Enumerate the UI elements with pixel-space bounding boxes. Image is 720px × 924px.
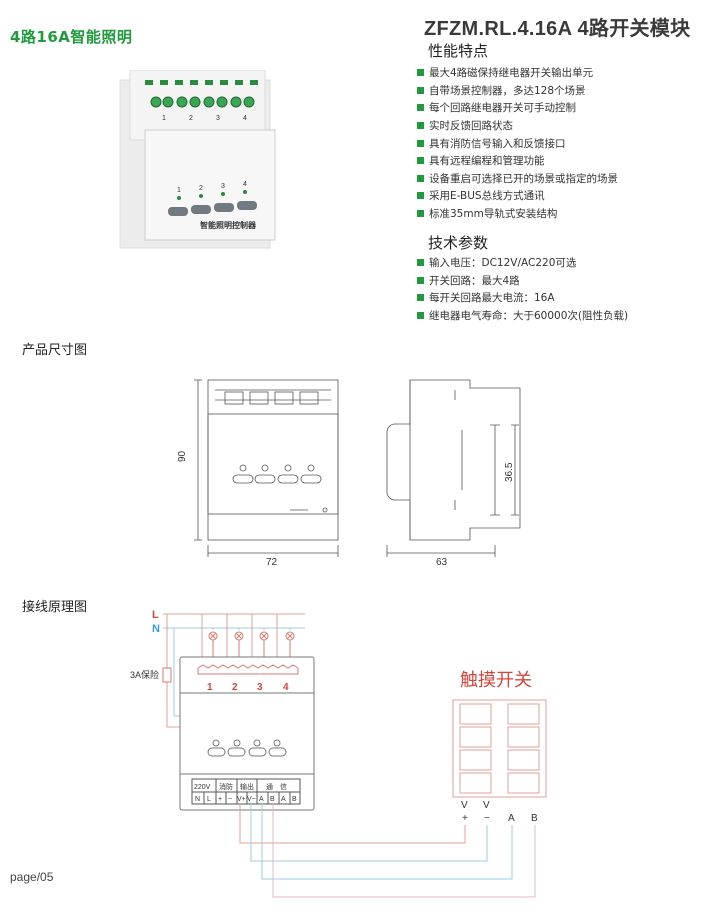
- model-title: ZFZM.RL.4.16A 4路开关模块: [424, 18, 691, 40]
- bullet-square-icon: [417, 69, 424, 77]
- wiring-diagram: L N 3A保险 1 2 3 4 220V 消防 输出 通: [130, 609, 547, 898]
- product-photo: 1 2 3 4 1 2 3 4 智能照明控制器: [119, 70, 276, 249]
- group-fire: 消防: [219, 782, 233, 791]
- spec-item: 输入电压：DC12V/AC220可选: [417, 254, 628, 272]
- bullet-square-icon: [417, 312, 424, 320]
- bullet-square-icon: [417, 294, 424, 302]
- photo-led-1: 1: [177, 187, 181, 194]
- feature-item: 具有消防信号输入和反馈接口: [417, 134, 618, 152]
- feature-item: 每个回路继电器开关可手动控制: [417, 99, 618, 117]
- bullet-square-icon: [417, 139, 424, 147]
- terminal-fire-plus: +: [218, 796, 222, 803]
- feature-item: 具有远程编程和管理功能: [417, 152, 618, 170]
- channel-2-label: 2: [232, 682, 238, 693]
- spec-item: 继电器电气寿命：大于60000次(阻性负载): [417, 307, 628, 325]
- photo-led-3: 3: [221, 183, 225, 190]
- terminal-B2: B: [292, 796, 297, 803]
- dim-width: 72: [266, 557, 278, 568]
- group-comm: 通 信: [266, 782, 287, 791]
- dim-rail-height: 36.5: [504, 462, 515, 482]
- feature-item: 采用E-BUS总线方式通讯: [417, 187, 618, 205]
- feature-item: 自带场景控制器，多达128个场景: [417, 82, 618, 100]
- line-N-label: N: [152, 623, 160, 635]
- photo-channel-4: 4: [243, 115, 247, 122]
- terminal-L: L: [207, 796, 211, 803]
- features-list: 最大4路磁保持继电器开关输出单元 自带场景控制器，多达128个场景 每个回路继电…: [417, 64, 618, 222]
- spec-item: 每开关回路最大电流：16A: [417, 289, 628, 307]
- photo-led-2: 2: [199, 185, 203, 192]
- group-220v: 220V: [194, 784, 211, 791]
- terminal-fire-minus: −: [228, 796, 232, 803]
- terminal-v-minus: V−: [247, 796, 256, 803]
- channel-1-label: 1: [207, 682, 213, 693]
- bullet-square-icon: [417, 174, 424, 182]
- terminal-N: N: [195, 796, 200, 803]
- switch-minus: −: [484, 813, 490, 824]
- dimensions-heading: 产品尺寸图: [22, 343, 88, 358]
- specs-list: 输入电压：DC12V/AC220可选 开关回路：最大4路 每开关回路最大电流：1…: [417, 254, 628, 324]
- bullet-square-icon: [417, 259, 424, 267]
- channel-4-label: 4: [283, 682, 289, 693]
- series-title: 4路16A智能照明: [10, 28, 133, 46]
- feature-item: 实时反馈回路状态: [417, 117, 618, 135]
- page-number: page/05: [10, 870, 54, 884]
- terminal-A1: A: [259, 796, 264, 803]
- wiring-heading: 接线原理图: [22, 600, 88, 615]
- photo-channel-1: 1: [162, 115, 166, 122]
- switch-v2: V: [483, 800, 490, 811]
- bullet-square-icon: [417, 192, 424, 200]
- photo-panel-text: 智能照明控制器: [200, 220, 257, 230]
- switch-v1: V: [461, 800, 468, 811]
- dim-height: 90: [177, 450, 188, 462]
- channel-3-label: 3: [257, 682, 263, 693]
- dim-depth: 63: [436, 557, 448, 568]
- bullet-square-icon: [417, 104, 424, 112]
- touch-switch-panel: [452, 699, 547, 798]
- bullet-square-icon: [417, 276, 424, 284]
- feature-item: 最大4路磁保持继电器开关输出单元: [417, 64, 618, 82]
- touch-switch-title: 触摸开关: [460, 670, 532, 690]
- feature-item: 标准35mm导轨式安装结构: [417, 205, 618, 223]
- terminal-A2: A: [281, 796, 286, 803]
- line-L-label: L: [152, 609, 159, 621]
- bullet-square-icon: [417, 157, 424, 165]
- dimension-drawing: 90 72 63 36.5: [177, 379, 521, 568]
- photo-channel-3: 3: [216, 115, 220, 122]
- switch-B: B: [531, 813, 538, 824]
- features-heading: 性能特点: [428, 42, 489, 60]
- specs-heading: 技术参数: [428, 234, 489, 252]
- bullet-square-icon: [417, 122, 424, 130]
- bullet-square-icon: [417, 210, 424, 218]
- photo-led-4: 4: [243, 181, 247, 188]
- terminal-v-plus: V+: [237, 796, 246, 803]
- terminal-B1: B: [270, 796, 275, 803]
- photo-channel-2: 2: [189, 115, 193, 122]
- spec-item: 开关回路：最大4路: [417, 272, 628, 290]
- feature-item: 设备重启可选择已开的场景或指定的场景: [417, 170, 618, 188]
- switch-A: A: [508, 813, 515, 824]
- fuse-label: 3A保险: [130, 669, 159, 680]
- bullet-square-icon: [417, 86, 424, 94]
- group-output: 输出: [240, 782, 254, 791]
- switch-plus: +: [462, 813, 468, 824]
